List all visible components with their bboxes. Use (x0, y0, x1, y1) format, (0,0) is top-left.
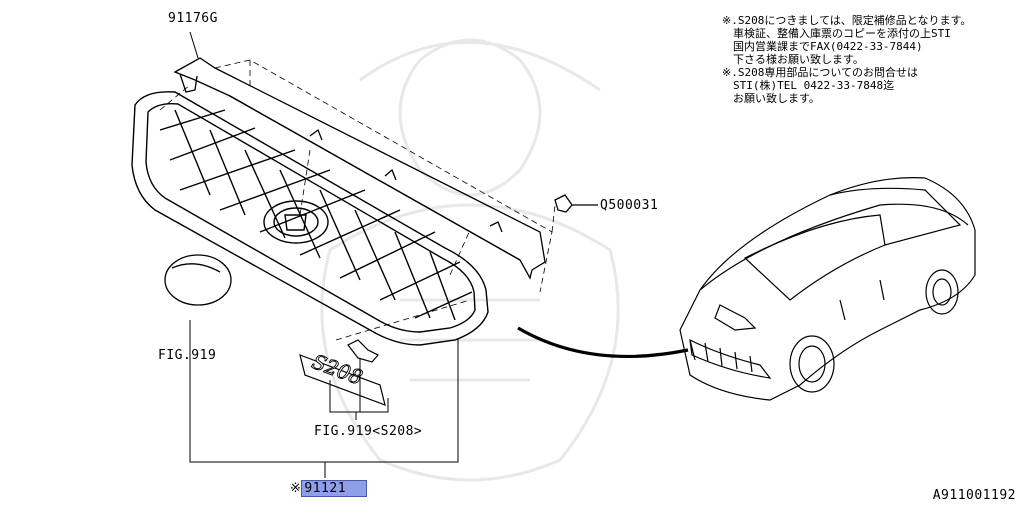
label-garnish[interactable]: 91176G (168, 11, 218, 26)
watermark-logo (320, 38, 620, 482)
note-line: STI(株)TEL 0422-33-7848迄 (722, 79, 895, 92)
cap-part (164, 254, 232, 306)
note-line: 国内営業課までFAX(0422-33-7844) (722, 40, 923, 53)
note-line: 車検証、整備入庫票のコピーを添付の上STI (722, 27, 951, 40)
note-line: ※.S208につきましては、限定補修品となります。 (722, 14, 972, 27)
assembly-callout: ※91121 (290, 480, 368, 497)
clip-part (554, 194, 598, 213)
car-illustration (679, 177, 976, 401)
notes-block: ※.S208につきましては、限定補修品となります。 車検証、整備入庫票のコピーを… (722, 14, 971, 105)
s208-badge-text: S208 (309, 349, 366, 389)
label-s208-ref[interactable]: FIG.919<S208> (314, 424, 423, 439)
dashed-guide (159, 59, 556, 341)
note-line: ※.S208専用部品についてのお問合せは (722, 66, 918, 79)
diagram-id: A911001192 (932, 488, 1016, 503)
label-emblem-ref[interactable]: FIG.919 (158, 348, 217, 363)
connector-curve (517, 326, 689, 358)
leader-lines (189, 31, 459, 478)
note-line: 下さる様お願い致します。 (722, 53, 864, 66)
label-clip[interactable]: Q500031 (600, 198, 659, 213)
upper-garnish (173, 57, 546, 280)
grille (131, 91, 489, 346)
s208-badge: S208 (299, 339, 386, 406)
note-line: お願い致します。 (722, 92, 820, 105)
assembly-mark: ※ (290, 481, 302, 496)
label-assembly-selected[interactable]: 91121 (301, 480, 368, 497)
